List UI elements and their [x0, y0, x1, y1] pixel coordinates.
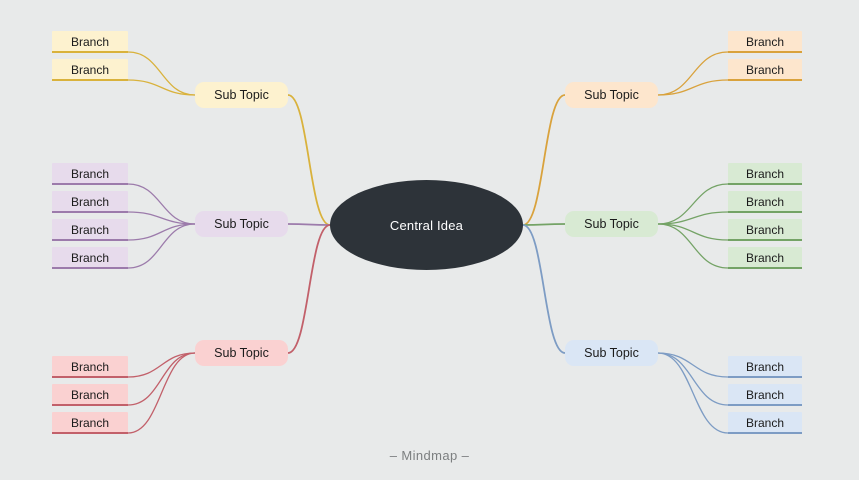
branch-node-purple-mid-left-1-label: Branch	[70, 194, 110, 209]
branch-underline	[52, 79, 128, 81]
branch-node-orange-top-right-1-label: Branch	[745, 62, 785, 77]
subtopic-node-yellow-top-left-label: Sub Topic	[214, 88, 269, 102]
branch-underline	[52, 404, 128, 406]
branch-node-pink-bottom-left-2-label: Branch	[70, 415, 110, 430]
branch-node-blue-bottom-right-0-label: Branch	[745, 359, 785, 374]
branch-node-blue-bottom-right-2-label: Branch	[745, 415, 785, 430]
branch-node-pink-bottom-left-0[interactable]: Branch	[52, 356, 128, 378]
branch-underline	[728, 79, 802, 81]
branch-node-purple-mid-left-0-label: Branch	[70, 166, 110, 181]
branch-node-orange-top-right-0-label: Branch	[745, 34, 785, 49]
branch-underline	[728, 211, 802, 213]
branch-node-blue-bottom-right-2[interactable]: Branch	[728, 412, 802, 434]
branch-node-green-mid-right-2-label: Branch	[745, 222, 785, 237]
branch-underline	[52, 376, 128, 378]
branch-underline	[728, 239, 802, 241]
central-idea-node[interactable]: Central Idea	[330, 180, 523, 270]
diagram-caption: – Mindmap –	[389, 448, 470, 463]
branch-underline	[52, 211, 128, 213]
branch-node-green-mid-right-3[interactable]: Branch	[728, 247, 802, 269]
subtopic-node-green-mid-right-label: Sub Topic	[584, 217, 639, 231]
branch-node-yellow-top-left-0-label: Branch	[70, 34, 110, 49]
branch-node-pink-bottom-left-0-label: Branch	[70, 359, 110, 374]
branch-underline	[52, 51, 128, 53]
branch-node-pink-bottom-left-2[interactable]: Branch	[52, 412, 128, 434]
subtopic-node-green-mid-right[interactable]: Sub Topic	[565, 211, 658, 237]
subtopic-node-pink-bottom-left[interactable]: Sub Topic	[195, 340, 288, 366]
branch-node-green-mid-right-1[interactable]: Branch	[728, 191, 802, 213]
branch-underline	[52, 239, 128, 241]
branch-underline	[728, 183, 802, 185]
branch-underline	[52, 183, 128, 185]
branch-node-pink-bottom-left-1[interactable]: Branch	[52, 384, 128, 406]
subtopic-node-yellow-top-left[interactable]: Sub Topic	[195, 82, 288, 108]
branch-node-purple-mid-left-3[interactable]: Branch	[52, 247, 128, 269]
branch-node-purple-mid-left-2[interactable]: Branch	[52, 219, 128, 241]
subtopic-node-orange-top-right[interactable]: Sub Topic	[565, 82, 658, 108]
branch-node-blue-bottom-right-1[interactable]: Branch	[728, 384, 802, 406]
central-idea-node-label: Central Idea	[389, 217, 464, 233]
branch-node-yellow-top-left-0[interactable]: Branch	[52, 31, 128, 53]
branch-node-blue-bottom-right-1-label: Branch	[745, 387, 785, 402]
branch-node-pink-bottom-left-1-label: Branch	[70, 387, 110, 402]
branch-underline	[728, 404, 802, 406]
branch-underline	[728, 432, 802, 434]
subtopic-node-purple-mid-left-label: Sub Topic	[214, 217, 269, 231]
branch-underline	[52, 432, 128, 434]
subtopic-node-pink-bottom-left-label: Sub Topic	[214, 346, 269, 360]
branch-underline	[728, 267, 802, 269]
branch-node-blue-bottom-right-0[interactable]: Branch	[728, 356, 802, 378]
subtopic-node-orange-top-right-label: Sub Topic	[584, 88, 639, 102]
branch-node-yellow-top-left-1-label: Branch	[70, 62, 110, 77]
subtopic-node-blue-bottom-right-label: Sub Topic	[584, 346, 639, 360]
branch-node-green-mid-right-0[interactable]: Branch	[728, 163, 802, 185]
branch-node-purple-mid-left-0[interactable]: Branch	[52, 163, 128, 185]
branch-node-green-mid-right-0-label: Branch	[745, 166, 785, 181]
branch-node-green-mid-right-3-label: Branch	[745, 250, 785, 265]
branch-node-purple-mid-left-3-label: Branch	[70, 250, 110, 265]
branch-underline	[52, 267, 128, 269]
subtopic-node-purple-mid-left[interactable]: Sub Topic	[195, 211, 288, 237]
branch-node-orange-top-right-1[interactable]: Branch	[728, 59, 802, 81]
branch-underline	[728, 51, 802, 53]
branch-node-green-mid-right-1-label: Branch	[745, 194, 785, 209]
branch-underline	[728, 376, 802, 378]
branch-node-yellow-top-left-1[interactable]: Branch	[52, 59, 128, 81]
branch-node-purple-mid-left-2-label: Branch	[70, 222, 110, 237]
subtopic-node-blue-bottom-right[interactable]: Sub Topic	[565, 340, 658, 366]
branch-node-green-mid-right-2[interactable]: Branch	[728, 219, 802, 241]
branch-node-orange-top-right-0[interactable]: Branch	[728, 31, 802, 53]
branch-node-purple-mid-left-1[interactable]: Branch	[52, 191, 128, 213]
